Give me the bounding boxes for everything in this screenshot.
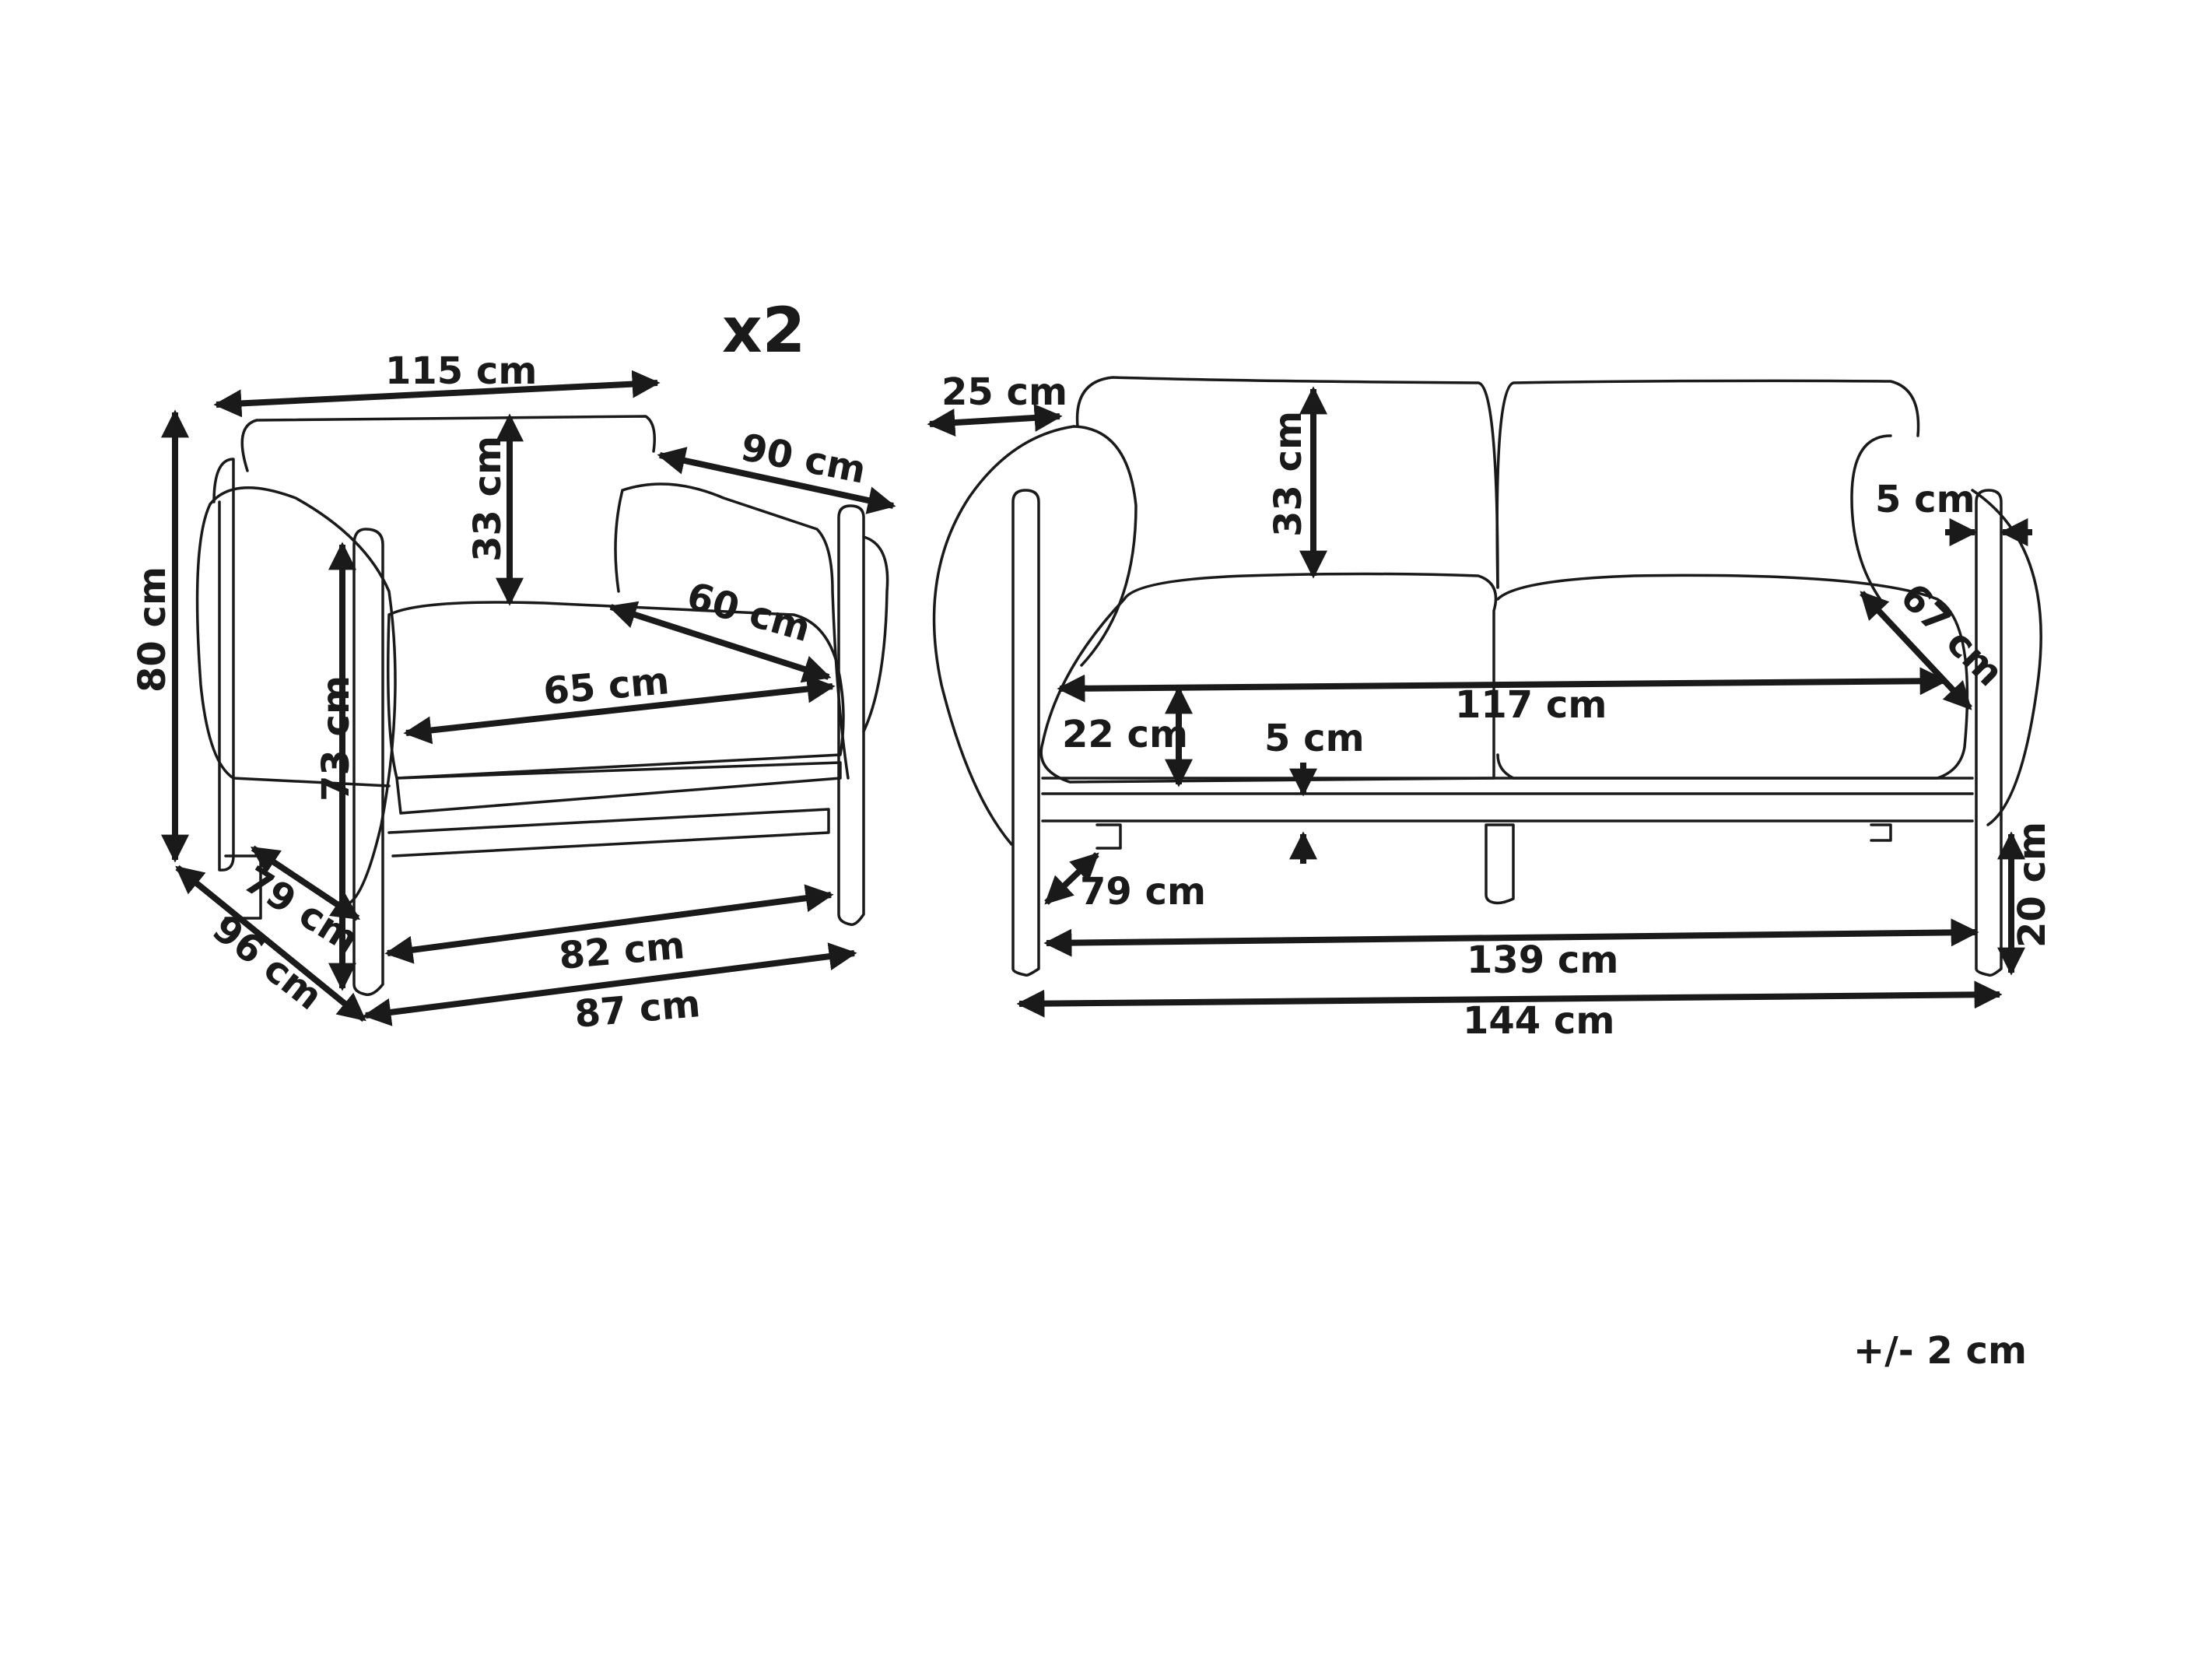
sofa-seat-depth-label: 67 cm <box>1892 575 2012 695</box>
sofa-depth-label: 79 cm <box>1080 870 1206 914</box>
sofa-backrest-height-label: 33 cm <box>1267 411 1310 537</box>
sofa-seat-width-arrow <box>1057 667 1948 703</box>
armchair-arm-depth-label: 90 cm <box>738 426 870 493</box>
sofa-leg-height-label: 20 cm <box>2010 822 2054 948</box>
armchair-height-total-label: 80 cm <box>131 566 174 693</box>
sofa-seat-depth-arrow <box>1860 591 1972 710</box>
sofa-backrest-offset-arrow <box>927 403 1063 437</box>
armchair-dimensions: 115 cm 80 cm 33 cm 90 cm 60 cm 65 cm 73 … <box>131 349 896 1036</box>
sofa-arm-width-label: 5 cm <box>1875 478 1975 521</box>
sofa-backrest-offset-label: 25 cm <box>941 370 1067 414</box>
sofa-inner-width-arrow <box>1043 918 1979 957</box>
sofa-width-total-arrow <box>1016 980 2003 1018</box>
quantity-label: x2 <box>722 294 805 367</box>
armchair-width-total-arrow <box>363 942 857 1026</box>
sofa-cushion-gap-label: 5 cm <box>1264 717 1365 760</box>
sofa-drawing <box>932 376 2042 977</box>
armchair-drawing <box>195 415 889 996</box>
armchair-arm-height-label: 73 cm <box>314 675 358 801</box>
tolerance-note: +/- 2 cm <box>1853 1329 2027 1373</box>
armchair-seat-depth-arrow <box>608 601 832 683</box>
armchair-inner-width-label: 82 cm <box>557 924 686 978</box>
sofa-depth-arrow <box>1044 852 1099 905</box>
sofa-width-total-label: 144 cm <box>1463 999 1614 1043</box>
armchair-depth-total-arrow <box>175 865 366 1022</box>
armchair-width-top-label: 115 cm <box>385 349 537 393</box>
armchair-arm-depth-arrow <box>657 447 896 514</box>
armchair-width-total-label: 87 cm <box>573 982 702 1036</box>
sofa-seat-height-label: 22 cm <box>1062 713 1188 756</box>
sofa-seat-width-label: 117 cm <box>1455 683 1607 727</box>
sofa-dimensions: 25 cm 33 cm 5 cm 67 cm 117 cm 22 cm 5 cm… <box>927 370 2054 1043</box>
armchair-seat-width-arrow <box>403 675 836 745</box>
armchair-width-top-arrow <box>213 370 661 418</box>
armchair-backrest-height-label: 33 cm <box>466 436 510 562</box>
sofa-inner-width-label: 139 cm <box>1467 938 1618 982</box>
